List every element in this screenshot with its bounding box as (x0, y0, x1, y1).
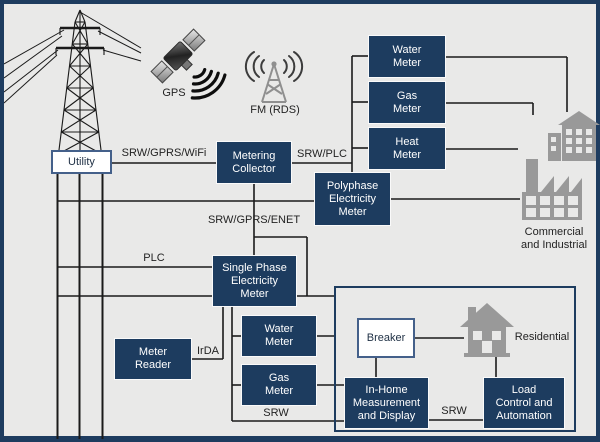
link-label-plc: PLC (143, 252, 165, 264)
commercial-building-icon (548, 111, 600, 161)
factory-icon (522, 159, 582, 220)
meter-reader-node: Meter Reader (114, 338, 192, 380)
gps-caption: GPS (162, 87, 186, 99)
single-phase-meter-node: Single Phase Electricity Meter (212, 255, 297, 307)
load-control-node: Load Control and Automation (483, 377, 565, 429)
link-label-srw-gprs-wifi: SRW/GPRS/WiFi (121, 147, 207, 159)
fm-rds-caption: FM (RDS) (250, 104, 300, 116)
fm-antenna-icon (244, 51, 304, 103)
transmission-tower-icon (55, 9, 105, 164)
breaker-node: Breaker (357, 318, 415, 358)
residential-area-border (334, 286, 576, 432)
metering-collector-node: Metering Collector (216, 141, 292, 184)
water-meter-home-node: Water Meter (241, 315, 317, 357)
residential-caption: Residential (514, 331, 570, 343)
commercial-caption: Commercial and Industrial (520, 226, 588, 251)
gas-meter-home-node: Gas Meter (241, 364, 317, 406)
utility-node: Utility (51, 150, 112, 174)
link-label-srw-home: SRW (263, 407, 289, 419)
link-label-srw-load: SRW (441, 405, 467, 417)
house-icon (460, 303, 514, 357)
tower-leg-lines (56, 160, 104, 439)
gps-signal-waves-icon (190, 68, 227, 100)
gas-meter-grid-node: Gas Meter (368, 81, 446, 124)
in-home-display-node: In-Home Measurement and Display (344, 377, 429, 429)
link-label-srw-gprs-enet: SRW/GPRS/ENET (207, 214, 301, 226)
link-label-srw-plc: SRW/PLC (297, 148, 347, 160)
heat-meter-grid-node: Heat Meter (368, 127, 446, 170)
water-meter-grid-node: Water Meter (368, 35, 446, 78)
gps-satellite-icon (150, 28, 206, 84)
connector-lines (57, 55, 568, 422)
polyphase-meter-node: Polyphase Electricity Meter (314, 172, 391, 226)
power-wires (4, 11, 142, 104)
link-label-irda: IrDA (197, 345, 219, 357)
diagram-canvas: Utility Metering Collector Water Meter G… (4, 4, 600, 439)
